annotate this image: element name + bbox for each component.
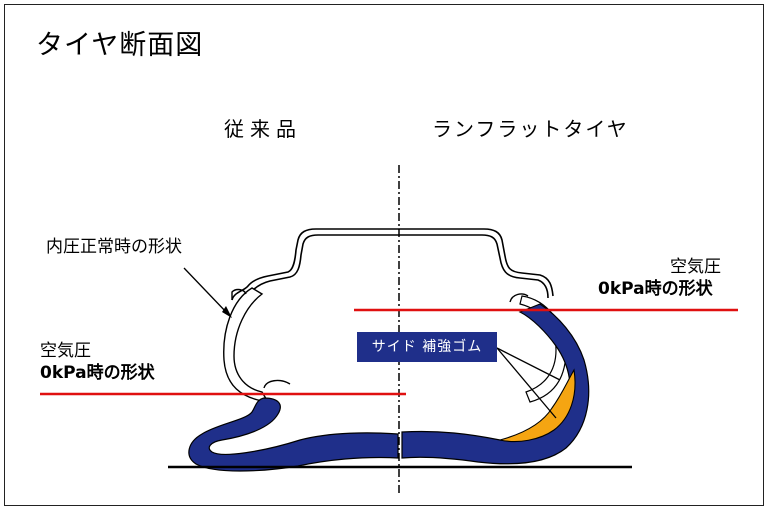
side-reinforcement-label: サイド 補強ゴム [357,332,497,362]
insert-leader-1 [496,347,561,381]
left-rim-flange [231,288,247,300]
normal-shape-outline-inner [237,234,549,305]
conventional-tire-deflated [188,397,399,472]
normal-shape-leader [183,267,229,315]
left-lower-flange [263,379,291,389]
conventional-tire-heading: 従来品 [224,117,302,141]
zero-pressure-label-right-line2: 0kPa時の形状 [598,279,713,299]
page-title: タイヤ断面図 [36,30,204,61]
side-reinforcement-rubber [499,368,576,443]
left-sidewall-normal [223,287,270,403]
diagram-frame [4,4,764,506]
zero-pressure-label-left-line2: 0kPa時の形状 [40,363,155,383]
zero-pressure-label-left-line1: 空気圧 [40,341,91,361]
normal-shape-outline [231,228,554,301]
normal-shape-label: 内圧正常時の形状 [46,237,182,257]
runflat-tire-heading: ランフラットタイヤ [432,117,629,141]
normal-shape-arrowhead [222,306,232,318]
right-rim-flange [509,293,529,303]
runflat-tire-deflated [401,303,590,465]
zero-pressure-label-right-line1: 空気圧 [670,257,721,277]
insert-leader-2 [496,347,557,419]
